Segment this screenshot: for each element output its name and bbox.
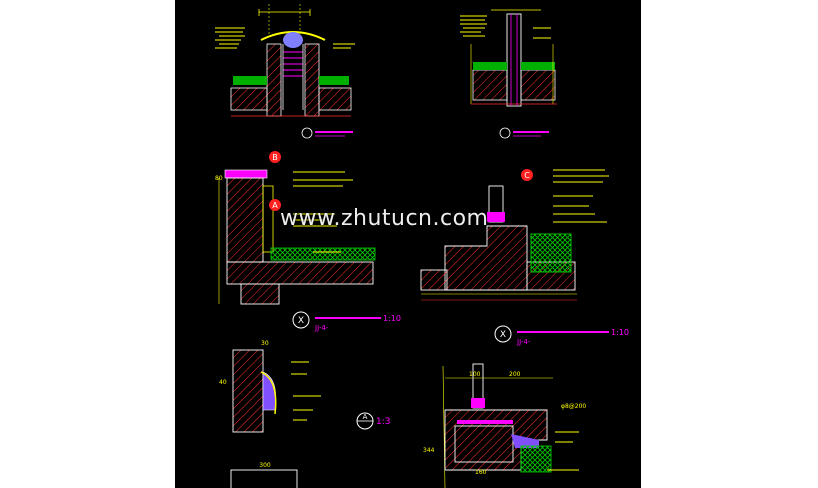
dim-200: 200 [509,371,521,378]
detail-roof-drain [215,4,355,139]
watermark-text: www.zhutucn.com [280,206,489,231]
marker-b [269,151,281,163]
dim-40: 40 [219,379,227,386]
detail-x-left-ref: JJ-4- [314,324,329,332]
marker-c [521,169,533,181]
dim-344: 344 [423,447,435,454]
detail-step-section: C X 1: [420,169,629,346]
detail-parapet-section: B 80 A [215,151,401,332]
detail-pipe-penetration [460,9,557,139]
dim-300: 300 [259,462,271,469]
detail-planter: 100 200 φ8@200 344 160 [423,363,586,488]
marker-b-label: B [272,153,278,162]
dim-100: 100 [469,371,481,378]
detail-joint-a: 30 40 A 1:3 300 [219,340,390,488]
construction-detail-drawing: B 80 A [215,4,629,488]
detail-x-right-marker: X [500,330,506,340]
marker-c-label: C [524,171,530,180]
detail-x-right-ref: JJ-4- [516,338,531,346]
dim-30: 30 [261,340,269,347]
marker-a [269,199,281,211]
detail-a-scale: 1:3 [376,417,390,427]
dim-160: 160 [475,469,487,476]
detail-a-marker: A [363,413,368,421]
detail-x-left-marker: X [298,316,304,326]
marker-a-label: A [272,201,278,210]
detail-x-left-scale: 1:10 [383,314,401,323]
detail-x-right-scale: 1:10 [611,328,629,337]
cad-drawing-sheet: B 80 A [175,0,641,488]
dim-rebar: φ8@200 [561,403,586,410]
